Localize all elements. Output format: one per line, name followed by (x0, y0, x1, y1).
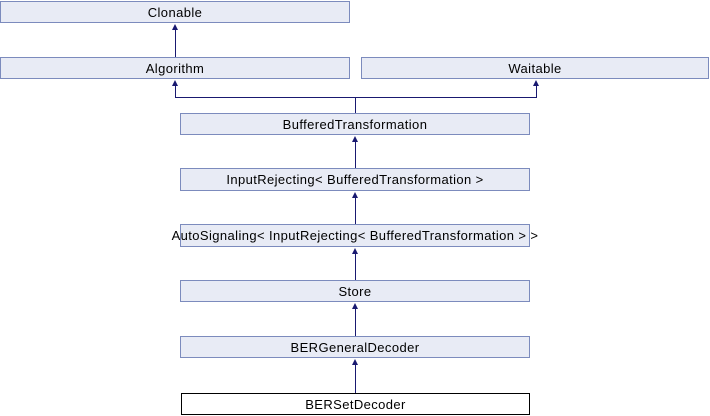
class-node-input-rejecting[interactable]: InputRejecting< BufferedTransformation > (180, 168, 530, 191)
class-node-algorithm[interactable]: Algorithm (0, 57, 350, 79)
class-node-buffered-transformation[interactable]: BufferedTransformation (180, 113, 530, 135)
arrowhead-auto-signaling-to-input-rejecting-icon (351, 192, 358, 198)
edge-buffered-branch-horizontal (175, 97, 537, 98)
edge-buffered-to-algorithm-leg (175, 85, 176, 97)
edge-store-to-auto-signaling (355, 253, 356, 280)
edge-buffered-branch-stem (355, 97, 356, 113)
arrowhead-ber-set-to-ber-general-icon (351, 359, 358, 365)
edge-algorithm-to-clonable (175, 29, 176, 57)
arrowhead-input-rejecting-to-buffered-icon (351, 136, 358, 142)
edge-ber-set-to-ber-general (355, 364, 356, 393)
class-node-auto-signaling[interactable]: AutoSignaling< InputRejecting< BufferedT… (172, 224, 538, 247)
arrowhead-buffered-to-algorithm-icon (171, 80, 178, 86)
edge-buffered-to-waitable-leg (536, 85, 537, 97)
edge-input-rejecting-to-buffered (355, 141, 356, 168)
edge-ber-general-to-store (355, 308, 356, 336)
arrowhead-buffered-to-waitable-icon (532, 80, 539, 86)
class-node-store[interactable]: Store (180, 280, 530, 302)
arrowhead-algorithm-to-clonable-icon (171, 24, 178, 30)
class-node-waitable[interactable]: Waitable (361, 57, 709, 79)
arrowhead-ber-general-to-store-icon (351, 303, 358, 309)
edge-auto-signaling-to-input-rejecting (355, 197, 356, 224)
class-node-ber-general-decoder[interactable]: BERGeneralDecoder (180, 336, 530, 358)
arrowhead-store-to-auto-signaling-icon (351, 248, 358, 254)
class-node-ber-set-decoder: BERSetDecoder (181, 393, 530, 415)
class-node-clonable[interactable]: Clonable (0, 1, 350, 23)
